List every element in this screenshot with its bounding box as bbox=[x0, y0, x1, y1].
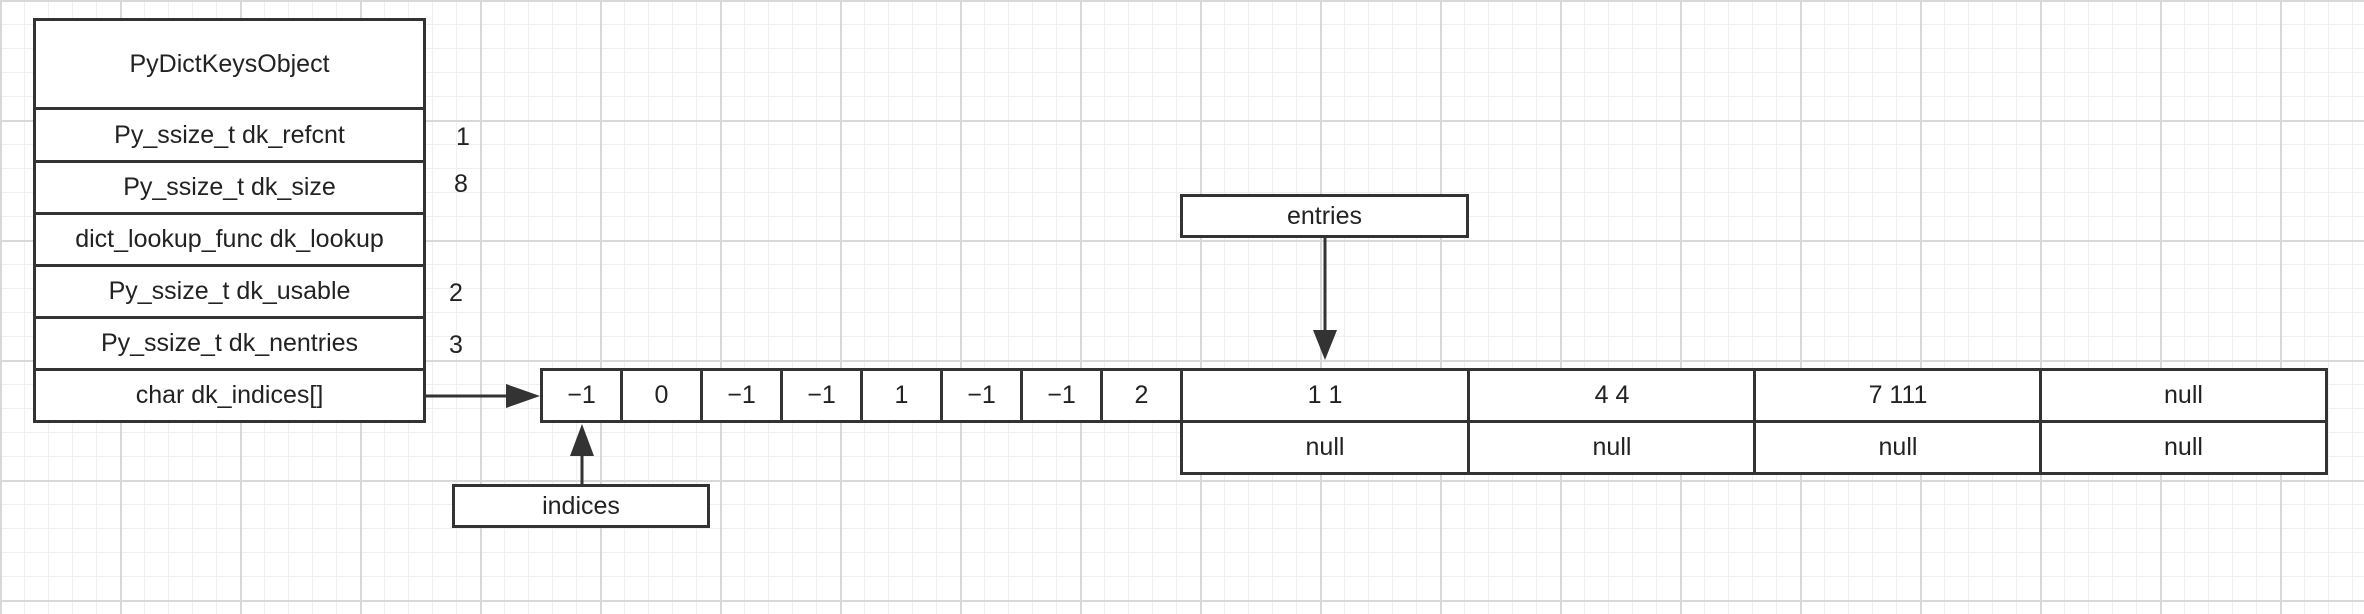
field-dk-size: Py_ssize_t dk_size bbox=[33, 160, 426, 215]
value-dk-usable: 2 bbox=[449, 279, 463, 307]
struct-title: PyDictKeysObject bbox=[33, 18, 426, 110]
index-cell: 2 bbox=[1100, 368, 1183, 423]
entry-cell: 7 111 bbox=[1753, 368, 2043, 423]
index-cell: −1 bbox=[540, 368, 623, 423]
index-cell: 1 bbox=[860, 368, 943, 423]
entry-cell: null bbox=[1753, 420, 2043, 475]
field-dk-indices: char dk_indices[] bbox=[33, 368, 426, 423]
field-dk-lookup: dict_lookup_func dk_lookup bbox=[33, 212, 426, 267]
index-cell: −1 bbox=[780, 368, 863, 423]
entry-cell: null bbox=[2039, 420, 2328, 475]
entry-cell: 1 1 bbox=[1180, 368, 1470, 423]
indices-label: indices bbox=[452, 484, 710, 528]
index-cell: −1 bbox=[700, 368, 783, 423]
field-dk-nentries: Py_ssize_t dk_nentries bbox=[33, 316, 426, 371]
field-dk-usable: Py_ssize_t dk_usable bbox=[33, 264, 426, 319]
entries-arrowhead bbox=[1313, 330, 1337, 360]
indices-arrowhead bbox=[570, 424, 594, 456]
entry-cell: null bbox=[1180, 420, 1470, 475]
value-dk-refcnt: 1 bbox=[456, 123, 470, 151]
value-dk-nentries: 3 bbox=[449, 331, 463, 359]
entry-cell: null bbox=[1467, 420, 1757, 475]
value-dk-size: 8 bbox=[454, 170, 468, 198]
entries-label: entries bbox=[1180, 194, 1469, 238]
pointer-arrowhead bbox=[506, 384, 540, 408]
